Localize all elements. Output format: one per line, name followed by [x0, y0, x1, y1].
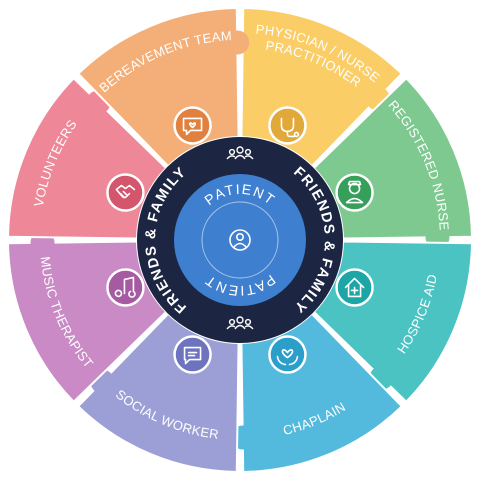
nurse-icon — [335, 173, 374, 212]
group-of-people-icon — [226, 316, 254, 330]
puzzle-tab-bereavement-team — [225, 30, 250, 55]
heart-speech-icon — [173, 106, 212, 145]
house-with-cross-icon — [335, 268, 374, 307]
music-note-icon — [106, 268, 145, 307]
heart-in-hands-icon — [268, 335, 307, 374]
patient-inner-ring — [201, 201, 279, 279]
handshake-icon — [106, 173, 145, 212]
group-of-people-icon — [226, 146, 254, 160]
person-in-circle-icon — [229, 229, 251, 251]
segments-layer: PHYSICIAN / NURSEPRACTITIONERREGISTERED … — [7, 7, 473, 473]
stethoscope-icon — [268, 106, 307, 145]
speech-bubble-icon — [173, 335, 212, 374]
icon-track — [115, 115, 365, 365]
segment-icons-layer — [106, 106, 374, 374]
